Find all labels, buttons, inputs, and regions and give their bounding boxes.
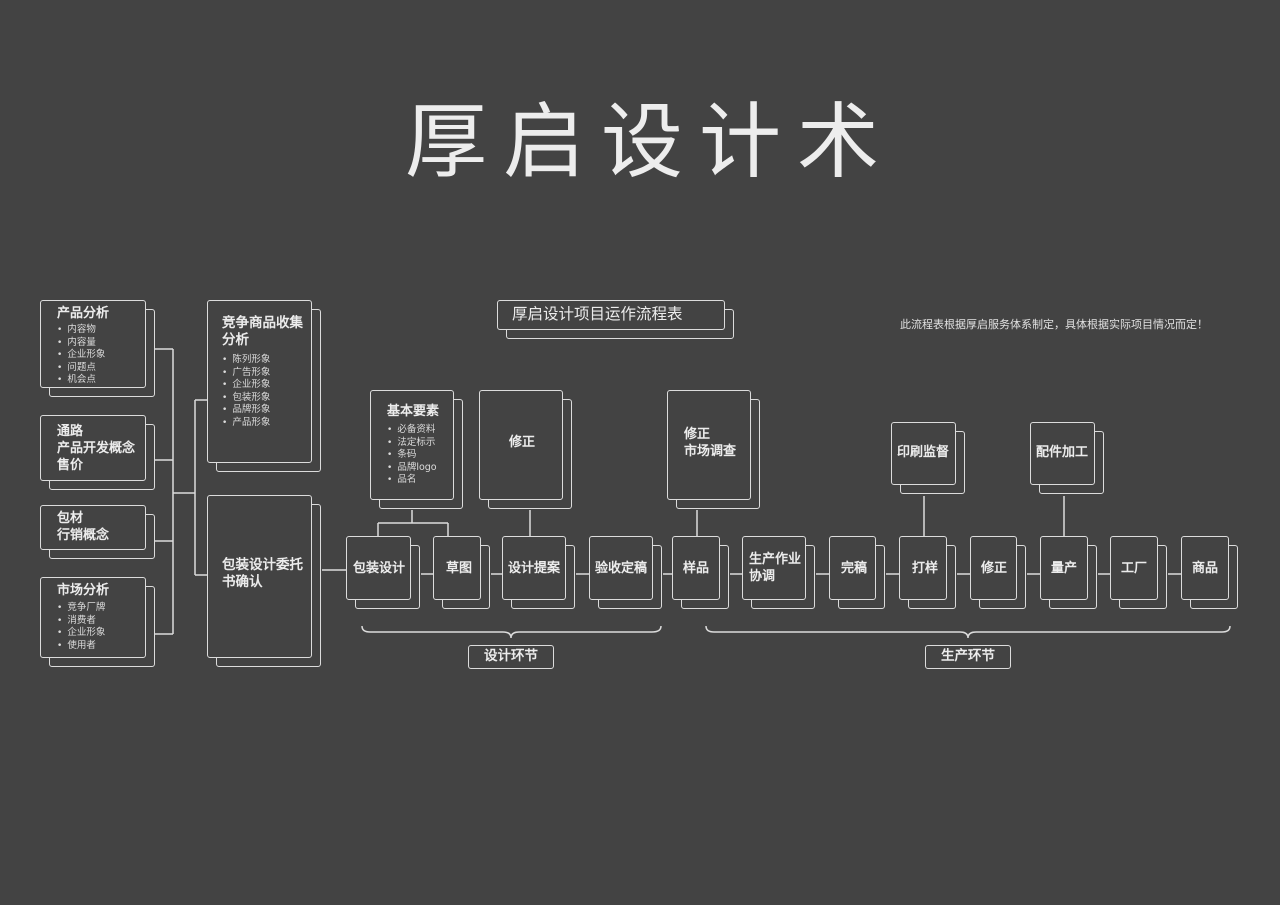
step-packaging-design: 包装设计: [346, 536, 420, 609]
list-item: 品牌logo: [387, 462, 436, 475]
card-packaging-marketing: 包材 行销概念: [40, 505, 155, 559]
step-label: 量产: [1051, 561, 1078, 576]
step-goods: 商品: [1181, 536, 1238, 609]
step-sketch: 草图: [433, 536, 490, 609]
card-revise-market: 修正 市场调查: [667, 390, 760, 509]
list-item: 机会点: [57, 374, 105, 387]
card-title: 修正 市场调查: [684, 427, 737, 459]
bullet-list: 必备资料 法定标示 条码 品牌logo 品名: [387, 424, 437, 487]
step-label: 商品: [1192, 561, 1219, 576]
card-basic-elements: 基本要素 必备资料 法定标示 条码 品牌logo 品名: [370, 390, 463, 509]
card-print-supervision: 印刷监督: [891, 422, 965, 494]
disclaimer-note: 此流程表根据厚启服务体系制定，具体根据实际项目情况而定！: [900, 318, 1208, 331]
card-title: 竞争商品收集 分析: [222, 315, 303, 348]
subtitle-banner: 厚启设计项目运作流程表: [497, 300, 734, 339]
step-sample: 样品: [672, 536, 729, 609]
subtitle-text: 厚启设计项目运作流程表: [512, 305, 683, 323]
list-item: 必备资料: [387, 424, 437, 437]
list-item: 企业形象: [57, 627, 105, 640]
card-parts-processing: 配件加工: [1030, 422, 1104, 494]
list-item: 问题点: [57, 362, 105, 375]
step-label: 样品: [683, 561, 710, 576]
list-item: 内容量: [57, 337, 105, 350]
card-title: 包材 行销概念: [57, 511, 110, 543]
card-commission-confirm: 包装设计委托 书确认: [207, 495, 321, 667]
card-title: 基本要素: [387, 404, 440, 419]
list-item: 消费者: [57, 615, 105, 628]
step-label: 打样: [912, 561, 939, 576]
card-title: 通路 产品开发概念 售价: [57, 424, 136, 473]
step-proofing: 打样: [899, 536, 956, 609]
card-market-analysis: 市场分析 竞争厂牌 消费者 企业形象 使用者: [40, 577, 155, 667]
step-mass-production: 量产: [1040, 536, 1097, 609]
list-item: 包装形象: [222, 392, 270, 405]
list-item: 企业形象: [57, 349, 105, 362]
step-final-draft: 完稿: [829, 536, 885, 609]
card-title: 印刷监督: [897, 445, 950, 460]
card-title: 市场分析: [57, 583, 110, 598]
step-label: 草图: [446, 561, 473, 576]
list-item: 法定标示: [387, 437, 437, 450]
step-acceptance: 验收定稿: [589, 536, 662, 609]
step-label: 验收定稿: [595, 561, 648, 576]
phase-design-label: 设计环节: [468, 645, 554, 669]
list-item: 竞争厂牌: [57, 602, 105, 615]
bullet-list: 陈列形象 广告形象 企业形象 包装形象 品牌形象 产品形象: [222, 354, 270, 429]
card-title: 配件加工: [1036, 445, 1089, 460]
step-label: 工厂: [1121, 561, 1148, 576]
card-title: 产品分析: [57, 306, 110, 321]
list-item: 内容物: [57, 324, 105, 337]
list-item: 品名: [387, 474, 437, 487]
card-competition-analysis: 竞争商品收集 分析 陈列形象 广告形象 企业形象 包装形象 品牌形象 产品形象: [207, 300, 321, 472]
card-channel-concept: 通路 产品开发概念 售价: [40, 415, 155, 490]
card-title: 包装设计委托 书确认: [222, 557, 303, 590]
card-revise-design: 修正: [479, 390, 572, 509]
list-item: 条码: [387, 449, 437, 462]
phase-production-label: 生产环节: [925, 645, 1011, 669]
step-label: 完稿: [841, 561, 868, 576]
list-item: 使用者: [57, 640, 105, 653]
bullet-list: 竞争厂牌 消费者 企业形象 使用者: [57, 602, 105, 652]
list-item: 产品形象: [222, 417, 270, 430]
card-product-analysis: 产品分析 内容物 内容量 企业形象 问题点 机会点: [40, 300, 155, 397]
step-coordination: 生产作业 协调: [742, 536, 815, 609]
step-label: 设计提案: [508, 561, 561, 576]
bullet-list: 内容物 内容量 企业形象 问题点 机会点: [57, 324, 105, 387]
step-revise: 修正: [970, 536, 1026, 609]
list-item: 广告形象: [222, 367, 270, 380]
page-title: 厚启设计术: [405, 95, 896, 190]
step-factory: 工厂: [1110, 536, 1167, 609]
list-item: 品牌形象: [222, 404, 270, 417]
list-item: 陈列形象: [222, 354, 270, 367]
step-proposal: 设计提案: [502, 536, 575, 609]
step-label: 包装设计: [353, 561, 406, 576]
card-title: 修正: [509, 435, 536, 450]
step-label: 修正: [981, 561, 1008, 576]
step-label: 生产作业 协调: [749, 552, 802, 584]
list-item: 企业形象: [222, 379, 270, 392]
